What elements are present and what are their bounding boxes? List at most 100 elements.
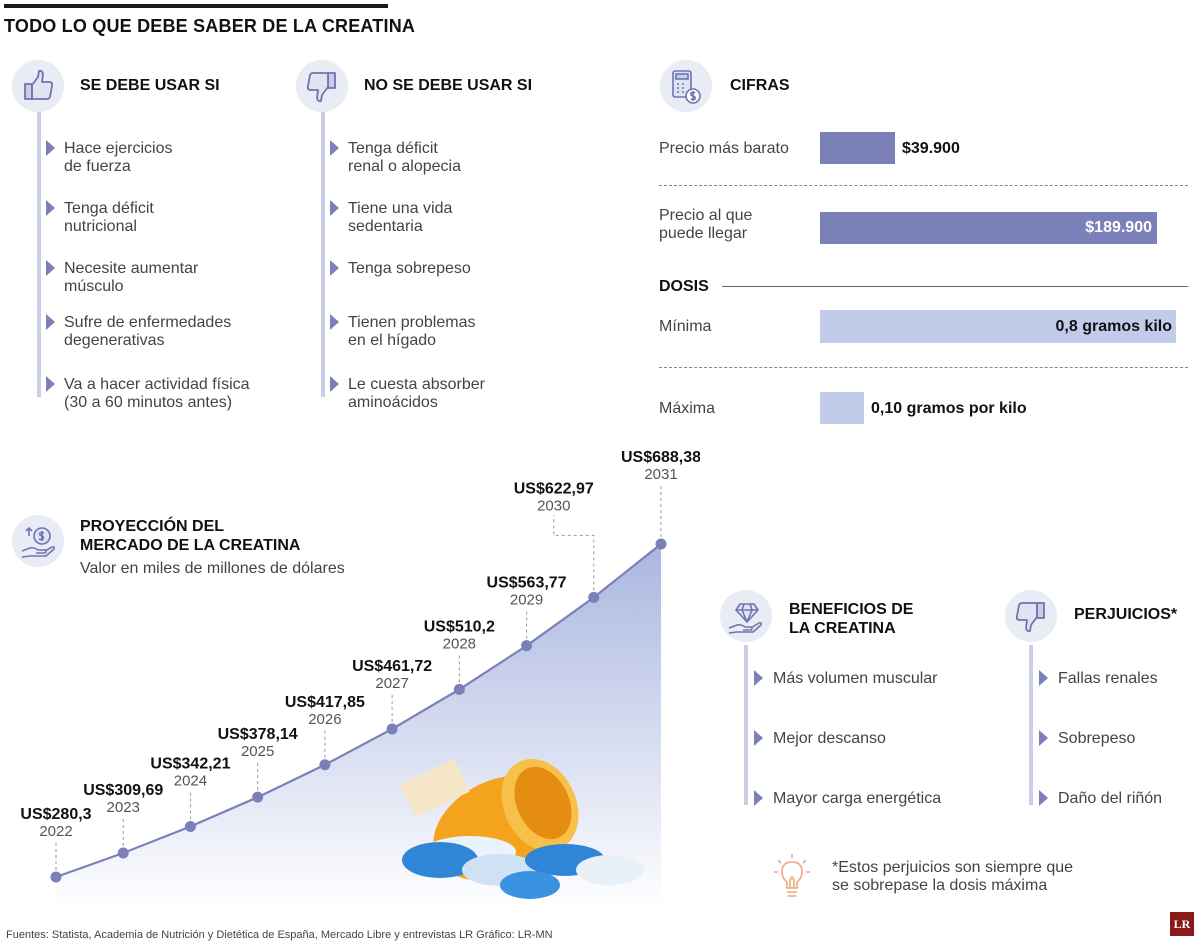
year-label-2027: 2027: [375, 675, 408, 692]
precio-llegar-bar: [820, 212, 1157, 244]
data-label-2029: US$563,77: [487, 575, 567, 592]
data-point-2030: [588, 591, 600, 603]
bullet-arrow-icon: [330, 376, 339, 392]
bullet-arrow-icon: [330, 314, 339, 330]
bullet-arrow-icon: [330, 200, 339, 216]
precio-barato-bar: [820, 132, 895, 164]
data-label-2028: US$510,2: [424, 618, 495, 635]
data-label-2031: US$688,38: [621, 449, 700, 466]
lightbulb-icon: [770, 852, 814, 902]
bullet-arrow-icon: [46, 140, 55, 156]
year-label-2030: 2030: [537, 497, 570, 514]
thumbs-down-icon: [1005, 590, 1057, 642]
precio-llegar-value: $189.900: [1085, 219, 1152, 236]
divider: [659, 185, 1188, 186]
year-label-2031: 2031: [644, 466, 677, 483]
bullet-arrow-icon: [46, 200, 55, 216]
leader-line-2030: [553, 515, 595, 591]
data-point-2024: [184, 820, 196, 832]
chart-series-line: [55, 543, 662, 879]
no-se-debe-line: [321, 112, 325, 397]
dosis-minima-label: Mínima: [659, 318, 712, 335]
bullet-arrow-icon: [46, 314, 55, 330]
data-label-2022: US$280,3: [20, 806, 91, 823]
divider: [659, 367, 1188, 368]
bullet-arrow-icon: [46, 376, 55, 392]
precio-barato-value: $39.900: [902, 140, 960, 157]
dosis-minima-value: 0,8 gramos kilo: [1055, 318, 1173, 335]
data-point-2023: [117, 847, 129, 859]
dosis-minima-bar: [820, 310, 1176, 343]
cifras-title: CIFRAS: [730, 77, 790, 94]
list-item: Mayor carga energética: [773, 790, 942, 807]
proyeccion-subtitle: Valor en miles de millones de dólares: [80, 560, 345, 577]
list-item: Tenga sobrepeso: [348, 260, 471, 277]
perjuicios-line: [1029, 645, 1033, 805]
list-item: Va a hacer actividad física(30 a 60 minu…: [64, 376, 250, 411]
lr-logo: LR: [1170, 912, 1194, 936]
data-point-2031: [655, 538, 667, 550]
bullet-arrow-icon: [1039, 730, 1048, 746]
bullet-arrow-icon: [330, 140, 339, 156]
data-point-2025: [252, 791, 264, 803]
data-label-2027: US$461,72: [352, 658, 432, 675]
se-debe-title: SE DEBE USAR SI: [80, 77, 220, 94]
bullet-arrow-icon: [1039, 670, 1048, 686]
precio-barato-label: Precio más barato: [659, 140, 789, 157]
data-label-2024: US$342,21: [150, 755, 230, 772]
data-label-2030: US$622,97: [514, 480, 594, 497]
perjuicios-title: PERJUICIOS*: [1074, 606, 1178, 623]
year-label-2025: 2025: [241, 743, 274, 760]
year-label-2023: 2023: [107, 799, 140, 816]
thumbs-up-icon: [12, 60, 64, 112]
diamond-hand-icon: [720, 590, 772, 642]
pill-bottle-illustration: [400, 758, 644, 899]
data-point-2027: [386, 723, 398, 735]
data-label-2026: US$417,85: [285, 694, 365, 711]
year-label-2024: 2024: [174, 772, 207, 789]
se-debe-line: [37, 112, 41, 397]
data-point-2028: [453, 683, 465, 695]
beneficios-line: [744, 645, 748, 805]
dosis-maxima-bar: [820, 392, 864, 424]
list-item: Sobrepeso: [1058, 730, 1136, 747]
bullet-arrow-icon: [330, 260, 339, 276]
dosis-rule: [722, 286, 1188, 287]
bullet-arrow-icon: [46, 260, 55, 276]
bullet-arrow-icon: [754, 730, 763, 746]
thumbs-down-icon: [296, 60, 348, 112]
dosis-title: DOSIS: [659, 278, 709, 295]
list-item: Daño del riñón: [1058, 790, 1163, 807]
bullet-arrow-icon: [754, 790, 763, 806]
money-hand-icon: [12, 515, 64, 567]
bullet-arrow-icon: [754, 670, 763, 686]
footer-sources: Fuentes: Statista, Academia de Nutrición…: [6, 929, 553, 941]
bullet-arrow-icon: [1039, 790, 1048, 806]
page-title: TODO LO QUE DEBE SABER DE LA CREATINA: [4, 16, 416, 36]
data-label-2025: US$378,14: [218, 726, 298, 743]
calculator-money-icon: [660, 60, 712, 112]
list-item: Más volumen muscular: [773, 670, 938, 687]
top-rule: [4, 4, 388, 8]
data-point-2026: [319, 759, 331, 771]
year-label-2026: 2026: [308, 711, 341, 728]
no-se-debe-title: NO SE DEBE USAR SI: [364, 77, 533, 94]
year-label-2022: 2022: [39, 823, 72, 840]
data-label-2023: US$309,69: [83, 782, 163, 799]
data-point-2029: [521, 640, 533, 652]
list-item: Mejor descanso: [773, 730, 886, 747]
year-label-2029: 2029: [510, 592, 543, 609]
dosis-maxima-label: Máxima: [659, 400, 716, 417]
year-label-2028: 2028: [443, 635, 476, 652]
